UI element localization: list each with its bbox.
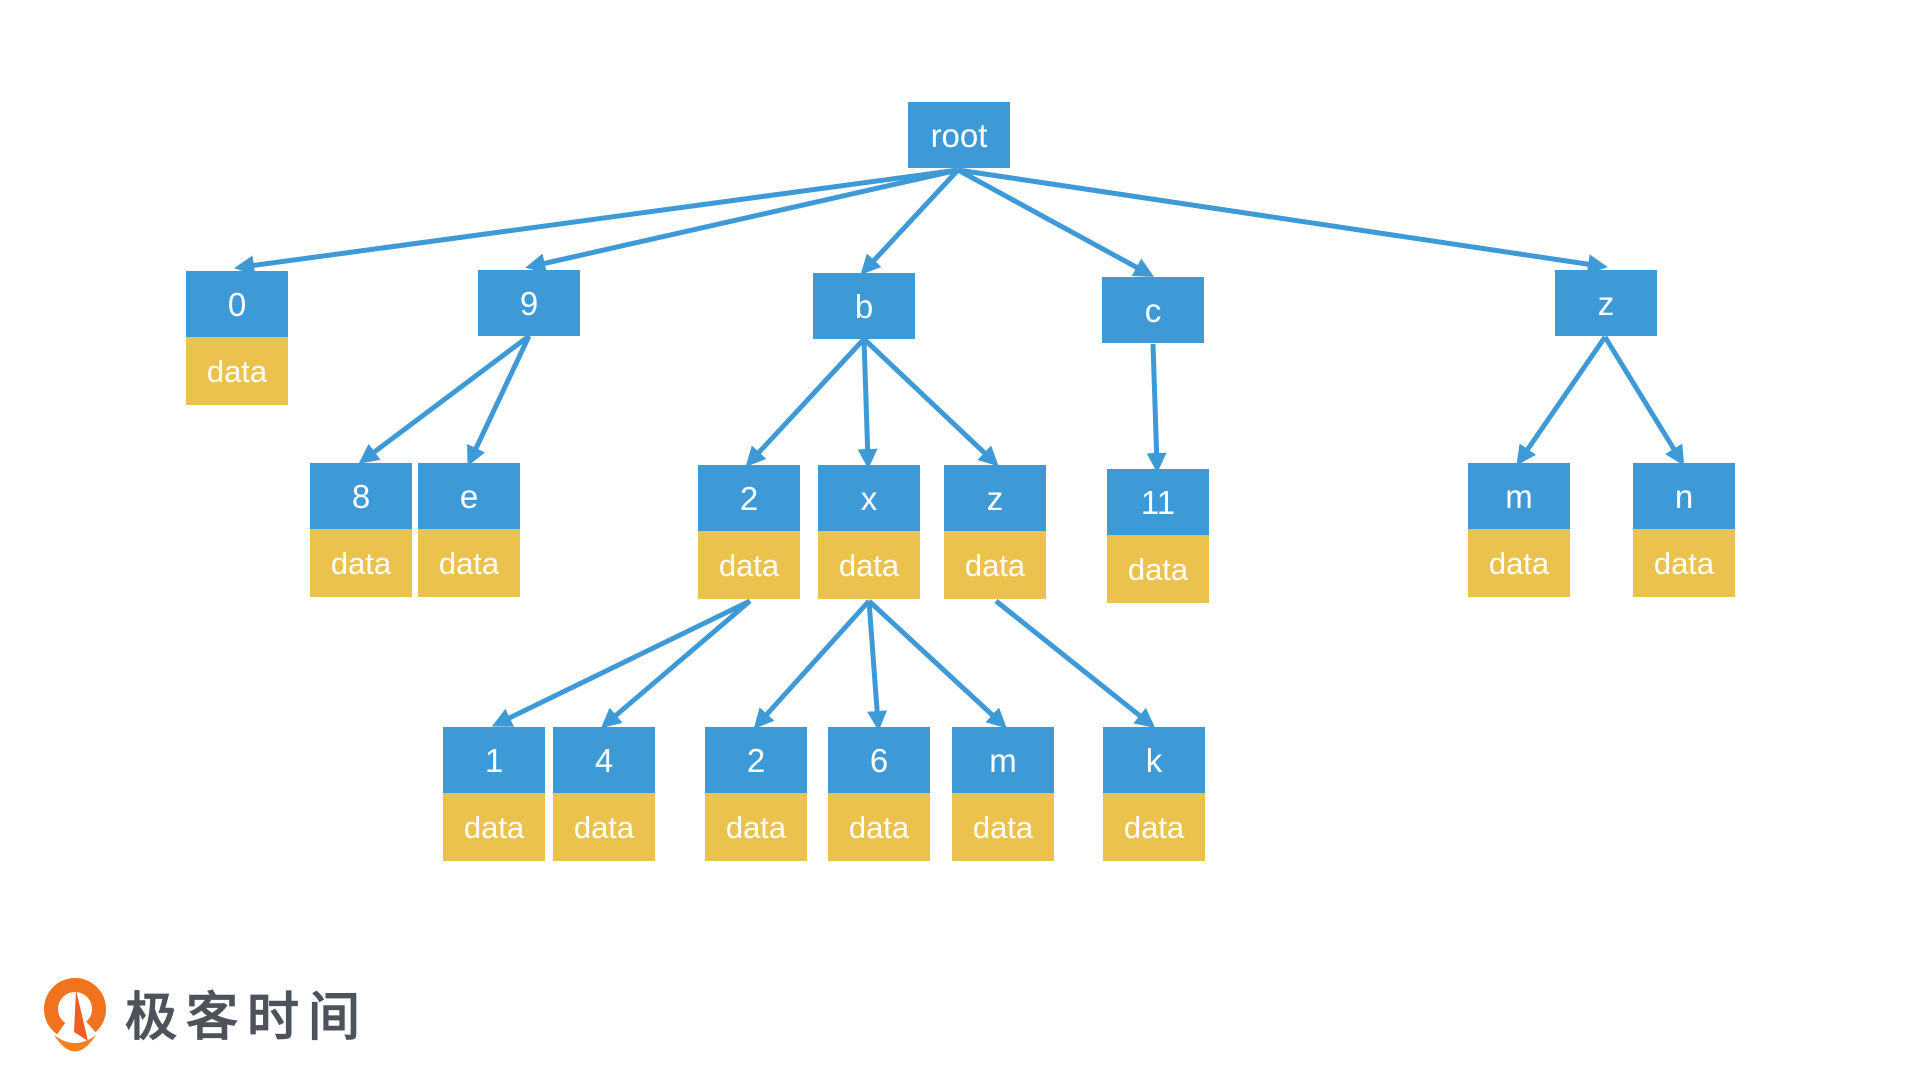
trie-node-9: 9	[478, 270, 580, 336]
edge-root-c	[956, 167, 1155, 277]
node-key: z	[1555, 270, 1657, 336]
node-key: k	[1103, 727, 1205, 793]
edge-2-4	[600, 599, 752, 729]
edge-9-8	[358, 334, 531, 464]
node-key: 2	[698, 465, 800, 531]
node-data: data	[418, 529, 520, 597]
node-data: data	[818, 531, 920, 599]
node-data: data	[1107, 535, 1209, 603]
node-data: data	[553, 793, 655, 861]
trie-node-z-n: n data	[1633, 463, 1735, 597]
node-key: 8	[310, 463, 412, 529]
node-key: c	[1102, 277, 1204, 343]
node-data: data	[828, 793, 930, 861]
node-key: 2	[705, 727, 807, 793]
geektime-pin-icon	[44, 978, 106, 1052]
node-data: data	[1633, 529, 1735, 597]
node-key: 9	[478, 270, 580, 336]
node-key: b	[813, 273, 915, 339]
trie-node-b-2: 2 data	[698, 465, 800, 599]
trie-node-b-x: x data	[818, 465, 920, 599]
trie-node-z: z	[1555, 270, 1657, 336]
edge-z-n	[1602, 335, 1685, 466]
node-data: data	[698, 531, 800, 599]
trie-node-1: 1 data	[443, 727, 545, 861]
edge-root-0	[234, 167, 959, 276]
trie-node-4: 4 data	[553, 727, 655, 861]
edge-x-6	[866, 600, 888, 731]
trie-node-c: c	[1102, 277, 1204, 343]
geektime-logo: 极客时间	[43, 978, 369, 1064]
logo-text: 极客时间	[125, 989, 370, 1047]
edge-b-z	[862, 337, 999, 467]
node-data: data	[952, 793, 1054, 861]
trie-node-e: e data	[418, 463, 520, 597]
node-key: x	[818, 465, 920, 531]
trie-node-z-m: m data	[1468, 463, 1570, 597]
edge-b-2	[745, 337, 866, 467]
trie-node-11: 11 data	[1107, 469, 1209, 603]
edge-x-m	[867, 599, 1007, 729]
trie-node-8: 8 data	[310, 463, 412, 597]
trie-node-k: k data	[1103, 727, 1205, 861]
node-data: data	[1103, 793, 1205, 861]
node-key: z	[944, 465, 1046, 531]
node-key: n	[1633, 463, 1735, 529]
trie-node-b: b	[813, 273, 915, 339]
node-data: data	[443, 793, 545, 861]
node-key: root	[908, 102, 1010, 168]
trie-node-0: 0 data	[186, 271, 288, 405]
edge-root-9	[525, 167, 959, 274]
edge-bz-k	[994, 599, 1156, 728]
node-data: data	[1468, 529, 1570, 597]
trie-node-b-z: z data	[944, 465, 1046, 599]
node-key: 6	[828, 727, 930, 793]
edge-root-b	[860, 168, 960, 275]
trie-node-x-6: 6 data	[828, 727, 930, 861]
node-data: data	[310, 529, 412, 597]
edge-root-z	[957, 167, 1608, 275]
trie-node-root: root	[908, 102, 1010, 168]
edge-9-e	[467, 334, 532, 467]
trie-node-x-2: 2 data	[705, 727, 807, 861]
node-key: e	[418, 463, 520, 529]
node-key: 0	[186, 271, 288, 337]
trie-node-x-m: m data	[952, 727, 1054, 861]
edge-2-1	[491, 598, 752, 727]
edge-x-2	[753, 599, 871, 729]
node-data: data	[705, 793, 807, 861]
node-key: m	[1468, 463, 1570, 529]
node-key: 1	[443, 727, 545, 793]
node-data: data	[944, 531, 1046, 599]
node-data: data	[186, 337, 288, 405]
node-key: 4	[553, 727, 655, 793]
edge-b-x	[857, 338, 878, 469]
edge-z-m	[1516, 335, 1608, 466]
node-key: m	[952, 727, 1054, 793]
node-key: 11	[1107, 469, 1209, 535]
edge-c-11	[1146, 343, 1167, 473]
